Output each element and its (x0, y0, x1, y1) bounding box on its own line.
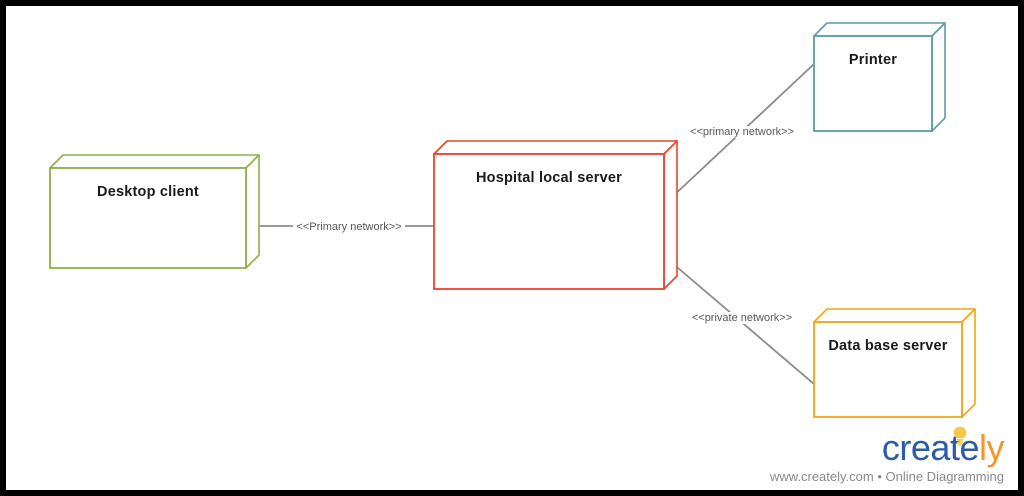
node-side-face-data-base-server (961, 308, 976, 418)
node-top-face-data-base-server (813, 308, 976, 323)
connector-line-hospital-to-database (670, 261, 815, 385)
wordmark-part2: e (959, 427, 979, 468)
connector-hospital-to-printer[interactable] (670, 63, 815, 199)
node-front-face-data-base-server (813, 321, 963, 418)
connector-line-hospital-to-printer (670, 63, 815, 199)
diagram-canvas[interactable]: Desktop client Hospital local server Pri… (6, 6, 1018, 490)
node-top-face-printer (813, 22, 946, 37)
node-top-face-desktop-client (49, 154, 260, 169)
node-front-face-desktop-client (49, 167, 247, 269)
node-printer[interactable] (813, 22, 946, 132)
node-side-face-printer (931, 22, 946, 132)
node-hospital-local-server[interactable] (433, 140, 678, 290)
diagram-drawing-layer (49, 22, 976, 418)
creately-watermark[interactable]: creately www.creately.com • Online Diagr… (770, 426, 1012, 486)
creately-wordmark: creately (881, 427, 1005, 468)
node-desktop-client[interactable] (49, 154, 260, 269)
lightbulb-icon (953, 426, 967, 446)
node-side-face-desktop-client (245, 154, 260, 269)
node-front-face-printer (813, 35, 933, 132)
watermark-tagline: www.creately.com • Online Diagramming (769, 469, 1004, 484)
connector-hospital-to-database[interactable] (670, 261, 815, 385)
wordmark-part1: creat (881, 427, 960, 468)
wordmark-part3: ly (979, 427, 1005, 468)
node-top-face-hospital-local-server (433, 140, 678, 155)
node-front-face-hospital-local-server (433, 153, 665, 290)
node-side-face-hospital-local-server (663, 140, 678, 290)
node-data-base-server[interactable] (813, 308, 976, 418)
